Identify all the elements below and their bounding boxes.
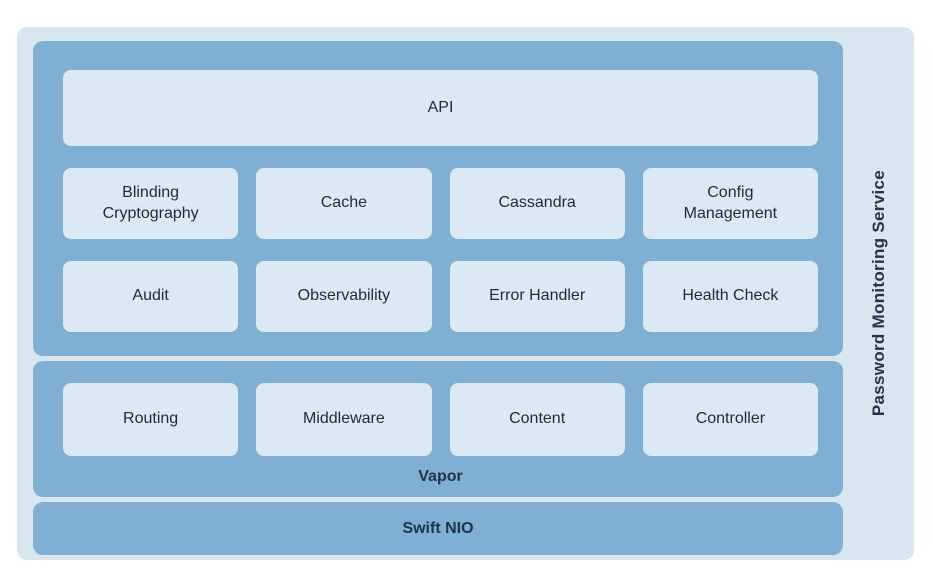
diagram-title: Password Monitoring Service	[868, 170, 888, 417]
title-gutter: Password Monitoring Service	[843, 27, 914, 560]
config-management-box: Config Management	[642, 168, 818, 239]
api-box: API	[63, 70, 818, 146]
observability-box: Observability	[256, 261, 432, 332]
service-row-1: Blinding Cryptography Cache Cassandra Co…	[63, 168, 818, 239]
health-check-box: Health Check	[642, 261, 818, 332]
vapor-row: Routing Middleware Content Controller	[63, 383, 818, 456]
cassandra-box: Cassandra	[449, 168, 625, 239]
password-monitoring-service-container: API Blinding Cryptography Cache Cassandr…	[17, 27, 914, 560]
api-label: API	[427, 98, 454, 116]
blinding-cryptography-label: Blinding Cryptography	[102, 183, 199, 222]
config-management-label: Config Management	[683, 183, 778, 222]
routing-box: Routing	[63, 383, 239, 456]
service-components-panel: API Blinding Cryptography Cache Cassandr…	[33, 41, 843, 356]
swift-nio-panel: Swift NIO	[33, 502, 843, 555]
error-handler-box: Error Handler	[449, 261, 625, 332]
observability-label: Observability	[297, 287, 391, 305]
swift-nio-label: Swift NIO	[402, 519, 474, 537]
middleware-box: Middleware	[256, 383, 432, 456]
service-row-2: Audit Observability Error Handler Health…	[63, 261, 818, 332]
middleware-label: Middleware	[302, 410, 385, 428]
cache-box: Cache	[256, 168, 432, 239]
cassandra-label: Cassandra	[498, 194, 576, 212]
cache-label: Cache	[320, 194, 367, 212]
vapor-panel-label: Vapor	[418, 467, 463, 485]
error-handler-label: Error Handler	[489, 287, 586, 305]
controller-label: Controller	[695, 410, 766, 428]
routing-label: Routing	[123, 410, 179, 428]
health-check-label: Health Check	[682, 287, 779, 305]
vapor-panel: Routing Middleware Content Controller Va…	[33, 361, 843, 497]
layer-stack: API Blinding Cryptography Cache Cassandr…	[33, 41, 843, 560]
controller-box: Controller	[642, 383, 818, 456]
audit-label: Audit	[132, 287, 169, 305]
content-box: Content	[449, 383, 625, 456]
content-label: Content	[509, 410, 566, 428]
audit-box: Audit	[63, 261, 239, 332]
blinding-cryptography-box: Blinding Cryptography	[63, 168, 239, 239]
